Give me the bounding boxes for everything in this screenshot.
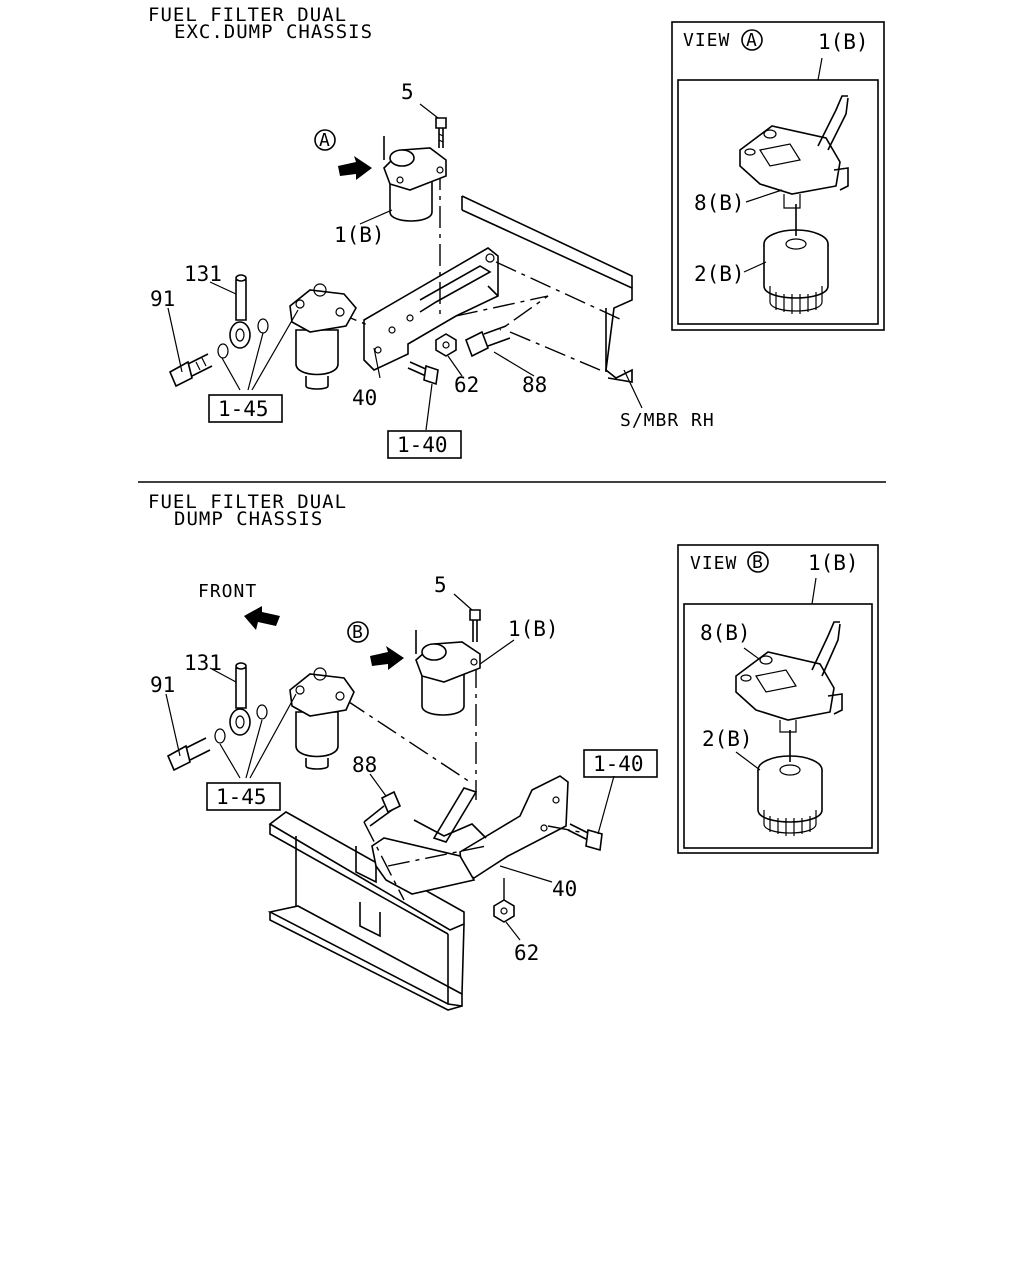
bottom-label-131: 131 <box>184 651 222 675</box>
top-label-1b: 1(B) <box>334 223 385 247</box>
top-bolt-5 <box>435 117 447 148</box>
top-view-label: VIEW <box>683 30 730 51</box>
top-bolt-91 <box>168 353 213 388</box>
top-label-5: 5 <box>401 80 414 104</box>
top-section: FUEL FILTER DUAL EXC.DUMP CHASSIS <box>148 4 885 459</box>
top-filter-lower <box>289 283 357 390</box>
top-bolt-140 <box>407 361 439 386</box>
top-view-part-head: 1(B) <box>818 30 869 54</box>
top-frame-side-member <box>461 195 633 383</box>
bottom-nut-62 <box>493 899 515 923</box>
bottom-label-40: 40 <box>552 877 577 901</box>
bottom-washer-2 <box>256 704 268 720</box>
bottom-title-line1: FUEL FILTER DUAL <box>148 491 347 513</box>
bottom-view-arrow <box>370 646 404 670</box>
top-label-40: 40 <box>352 386 377 410</box>
top-view-element-label: 2(B) <box>694 262 745 286</box>
bottom-bolt-140 <box>567 823 603 852</box>
bottom-washer-1 <box>214 728 226 744</box>
top-label-91: 91 <box>150 287 175 311</box>
top-ref-box-145 <box>208 394 283 423</box>
bottom-ref-145: 1-45 <box>216 785 267 809</box>
bottom-view-inset: VIEW B 1(B) 8(B) 2(B) <box>677 544 879 854</box>
bottom-view-marker-inset: B <box>752 552 764 573</box>
bottom-section: FUEL FILTER DUAL DUMP CHASSIS FRONT <box>148 491 879 1011</box>
top-view-head-label: 8(B) <box>694 191 745 215</box>
bottom-label-62: 62 <box>514 941 539 965</box>
bottom-view-element-label: 2(B) <box>702 727 753 751</box>
bottom-view-part-head: 1(B) <box>808 551 859 575</box>
bottom-bracket <box>371 775 569 895</box>
bottom-eye-bolt-131 <box>229 662 251 736</box>
bottom-bolt-91 <box>166 737 211 772</box>
bottom-frame-rail <box>267 811 465 1011</box>
bottom-label-5: 5 <box>434 573 447 597</box>
top-filter-upper <box>383 136 447 222</box>
top-ref-140: 1-40 <box>397 433 448 457</box>
top-title-line1: FUEL FILTER DUAL <box>148 4 347 26</box>
top-washer-1 <box>217 343 229 359</box>
bottom-label-1b: 1(B) <box>508 617 559 641</box>
bottom-ref-140: 1-40 <box>593 752 644 776</box>
bottom-filter-upper <box>415 630 481 716</box>
bottom-ref-box-145 <box>206 782 281 811</box>
top-label-62: 62 <box>454 373 479 397</box>
bottom-label-91: 91 <box>150 673 175 697</box>
bottom-view-label: VIEW <box>690 553 737 574</box>
top-ref-box-140 <box>387 430 462 459</box>
top-label-88: 88 <box>522 373 547 397</box>
bottom-view-marker: B <box>352 622 364 643</box>
top-view-marker: A <box>319 130 331 151</box>
bottom-view-head-label: 8(B) <box>700 621 751 645</box>
bottom-bolt-5 <box>469 609 481 642</box>
top-ref-145: 1-45 <box>218 397 269 421</box>
top-view-inset: VIEW A 1(B) 8(B) 2(B) <box>671 21 885 331</box>
top-view-arrow <box>338 156 372 180</box>
bottom-filter-lower <box>289 667 355 770</box>
bottom-bolt-88 <box>363 790 402 827</box>
top-nut-62 <box>435 333 457 357</box>
top-label-131: 131 <box>184 262 222 286</box>
front-arrow <box>244 606 280 630</box>
top-label-frame: S/MBR RH <box>620 410 715 431</box>
bottom-label-88: 88 <box>352 753 377 777</box>
bottom-front-label: FRONT <box>198 581 257 602</box>
top-view-marker-inset: A <box>746 30 758 51</box>
top-title-line2: EXC.DUMP CHASSIS <box>174 21 373 43</box>
top-eye-bolt-131 <box>229 274 251 349</box>
bottom-title-line2: DUMP CHASSIS <box>174 508 323 530</box>
top-bolt-88 <box>464 325 511 358</box>
bottom-ref-box-140 <box>583 749 658 778</box>
top-washer-2 <box>257 318 269 334</box>
